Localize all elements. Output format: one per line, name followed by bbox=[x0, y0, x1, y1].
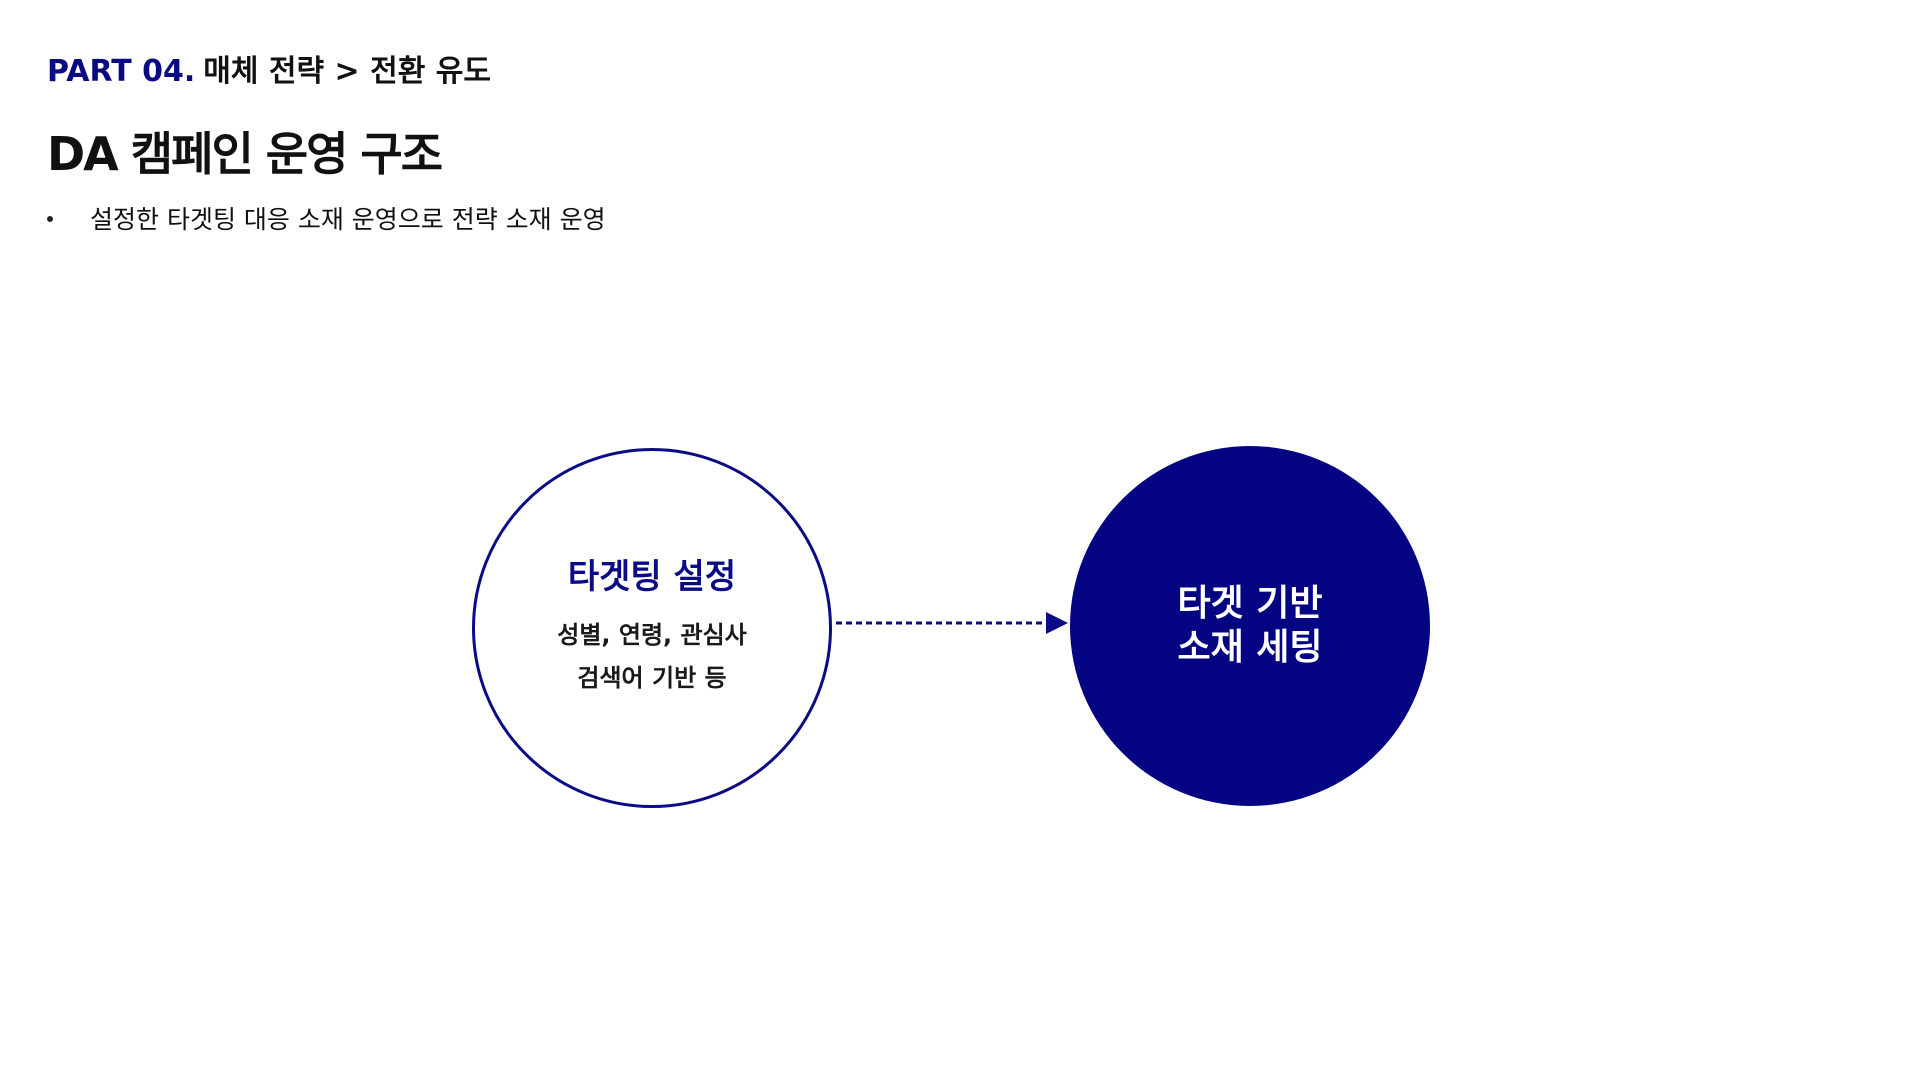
section-trail: 매체 전략 > 전환 유도 bbox=[203, 54, 491, 89]
bullet-dot bbox=[47, 216, 53, 222]
breadcrumb: PART 04.매체 전략 > 전환 유도 bbox=[47, 46, 491, 90]
part-label: PART 04. bbox=[47, 54, 196, 89]
targeting-setup-line-2: 검색어 기반 등 bbox=[577, 663, 727, 692]
page-title: DA 캠페인 운영 구조 bbox=[47, 127, 443, 181]
creative-setting-node: 타겟 기반 소재 세팅 bbox=[1070, 446, 1430, 806]
flow-arrow bbox=[836, 612, 1068, 634]
bullet-text: 설정한 타겟팅 대응 소재 운영으로 전략 소재 운영 bbox=[90, 205, 606, 234]
creative-setting-line-2: 소재 세팅 bbox=[1177, 627, 1323, 668]
targeting-setup-title: 타겟팅 설정 bbox=[567, 556, 737, 597]
targeting-setup-node: 타겟팅 설정 성별, 연령, 관심사 검색어 기반 등 bbox=[472, 448, 832, 808]
creative-setting-line-1: 타겟 기반 bbox=[1177, 583, 1323, 624]
bullet-item: 설정한 타겟팅 대응 소재 운영으로 전략 소재 운영 bbox=[47, 200, 606, 236]
targeting-setup-line-1: 성별, 연령, 관심사 bbox=[557, 620, 747, 649]
